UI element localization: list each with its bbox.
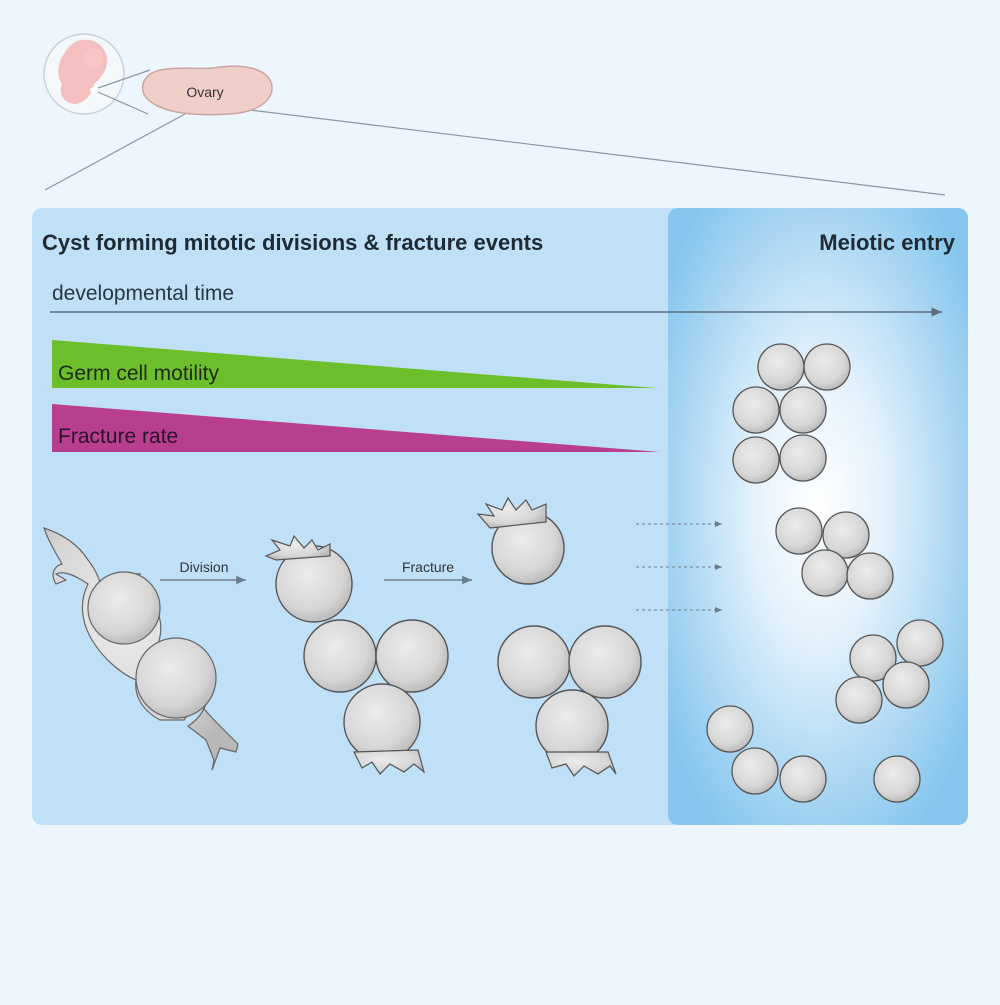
zoom-lines — [44, 69, 946, 196]
embryo-icon — [43, 33, 125, 115]
meiotic-cyst-four-b — [835, 619, 944, 724]
four-cell-cyst — [264, 534, 449, 775]
fracture-label: Fracture rate — [58, 425, 178, 448]
single-meiotic-cell — [873, 755, 921, 803]
ovary-label: Ovary — [186, 84, 223, 100]
right-panel-title: Meiotic entry — [819, 230, 955, 255]
fracture-step-label: Fracture — [402, 559, 454, 575]
left-panel-title: Cyst forming mitotic divisions & fractur… — [42, 230, 543, 255]
fractured-cells — [476, 496, 642, 777]
division-label: Division — [179, 559, 228, 575]
meiotic-cyst-six — [732, 343, 851, 484]
fracture-gradient — [52, 404, 660, 452]
motility-gradient — [52, 340, 655, 388]
timeline-label: developmental time — [52, 282, 234, 305]
meiotic-cyst-three — [706, 705, 827, 803]
ovary-icon — [141, 65, 273, 116]
motility-label: Germ cell motility — [58, 362, 220, 385]
transition-arrows — [636, 521, 722, 613]
meiotic-cells — [706, 343, 944, 803]
two-cell-cyst — [43, 527, 239, 771]
meiotic-cyst-four — [775, 507, 894, 600]
